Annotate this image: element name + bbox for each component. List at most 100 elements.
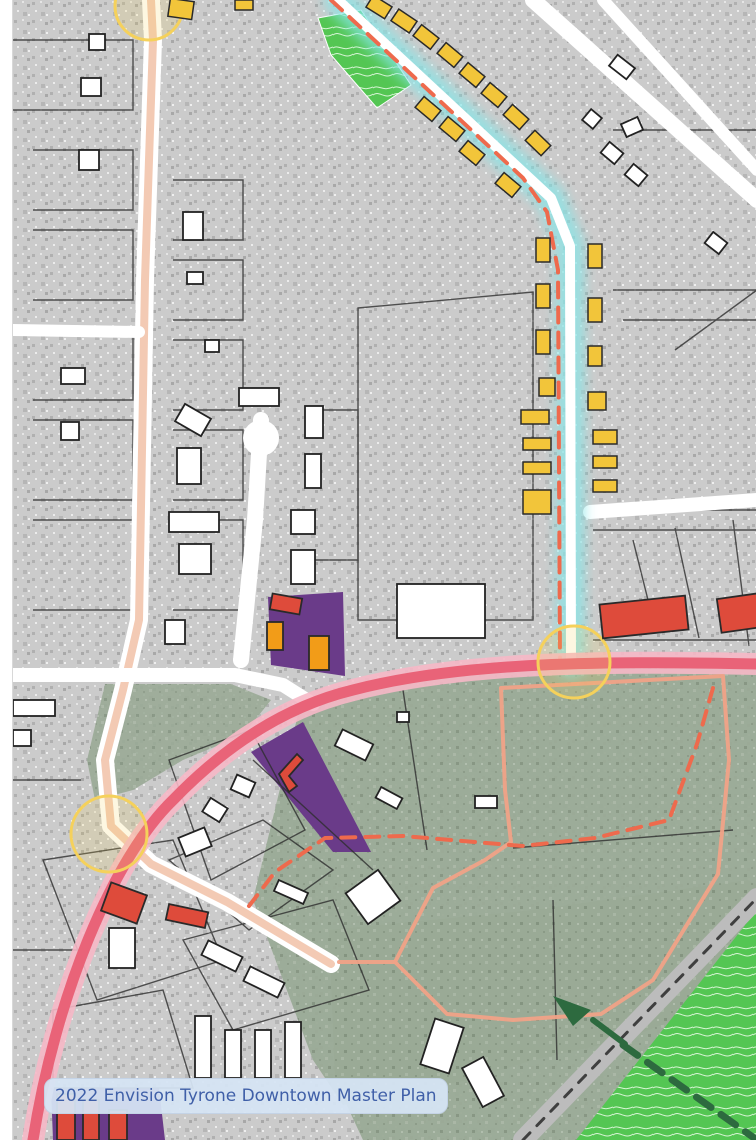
east-road bbox=[583, 493, 756, 519]
intersection-node-teal-highway bbox=[536, 624, 612, 700]
residential-building bbox=[524, 129, 552, 157]
residential-building bbox=[494, 171, 522, 199]
map-caption: 2022 Envision Tyrone Downtown Master Pla… bbox=[44, 1078, 448, 1114]
residential-building bbox=[411, 23, 441, 51]
civic-building bbox=[308, 635, 330, 671]
residential-building bbox=[167, 0, 195, 21]
main-highway bbox=[27, 657, 756, 1140]
civic-buildings bbox=[266, 621, 330, 671]
building bbox=[396, 583, 486, 639]
building bbox=[374, 785, 404, 811]
commercial-building bbox=[164, 902, 210, 930]
intersection-node-west bbox=[69, 794, 149, 874]
commercial-building bbox=[268, 592, 304, 616]
arrows bbox=[553, 996, 756, 1140]
building bbox=[474, 795, 498, 809]
building bbox=[229, 773, 257, 799]
building bbox=[304, 453, 322, 489]
building bbox=[290, 549, 316, 585]
building bbox=[13, 699, 56, 717]
building bbox=[284, 1021, 302, 1079]
building bbox=[607, 53, 637, 81]
residential-building bbox=[535, 283, 551, 309]
building bbox=[599, 140, 625, 166]
building bbox=[168, 511, 220, 533]
building bbox=[304, 405, 324, 439]
residential-building bbox=[522, 437, 552, 451]
building bbox=[619, 115, 645, 139]
building bbox=[173, 402, 213, 438]
residential-building bbox=[389, 8, 419, 34]
residential-building bbox=[438, 115, 466, 143]
residential-building bbox=[520, 409, 550, 425]
building bbox=[13, 729, 32, 747]
building bbox=[194, 1015, 212, 1079]
local-road-left bbox=[13, 324, 145, 338]
green-arrow-head bbox=[553, 996, 591, 1026]
building bbox=[419, 1017, 465, 1075]
commercial-building bbox=[598, 594, 690, 640]
railroad-track bbox=[521, 896, 756, 1140]
residential-building bbox=[587, 345, 603, 367]
building bbox=[164, 619, 186, 645]
residential-building bbox=[414, 95, 442, 123]
civic-building bbox=[266, 621, 284, 651]
building bbox=[344, 868, 402, 926]
residential-building bbox=[522, 489, 552, 515]
building bbox=[182, 211, 204, 241]
building bbox=[460, 1055, 506, 1109]
building bbox=[623, 162, 649, 188]
residential-building bbox=[480, 81, 508, 109]
building bbox=[396, 711, 410, 723]
green-arrow-shaft bbox=[590, 1017, 628, 1047]
building bbox=[238, 387, 280, 407]
map-panel bbox=[12, 0, 756, 1140]
commercial-building bbox=[715, 592, 756, 634]
road-network bbox=[13, 0, 756, 1140]
building bbox=[201, 796, 229, 824]
residential-building bbox=[587, 391, 607, 411]
building bbox=[242, 965, 286, 999]
building bbox=[186, 271, 204, 285]
building bbox=[88, 33, 106, 51]
commercial-building bbox=[108, 1109, 128, 1140]
residential-building bbox=[538, 377, 556, 397]
park-area-bottom-right bbox=[576, 911, 756, 1140]
teal-street-core bbox=[333, 0, 576, 669]
building bbox=[176, 447, 202, 485]
building bbox=[200, 939, 244, 973]
residential-building bbox=[587, 297, 603, 323]
building bbox=[60, 421, 80, 441]
residential-building bbox=[458, 61, 486, 89]
residential-building bbox=[458, 139, 486, 167]
white-buildings bbox=[13, 33, 729, 1109]
building bbox=[272, 878, 310, 906]
building bbox=[178, 543, 212, 575]
cul-de-sac-circle bbox=[243, 420, 279, 456]
dashed-path-east bbox=[247, 686, 715, 908]
building bbox=[60, 367, 86, 385]
residential-building bbox=[535, 329, 551, 355]
building bbox=[78, 149, 100, 171]
building bbox=[177, 826, 213, 858]
civic-parcel-b bbox=[251, 722, 371, 852]
building bbox=[254, 1029, 272, 1079]
residential-building bbox=[592, 479, 618, 493]
building bbox=[224, 1029, 242, 1079]
building bbox=[290, 509, 316, 535]
commercial-building bbox=[277, 752, 305, 794]
building bbox=[108, 927, 136, 969]
building bbox=[333, 728, 375, 762]
residential-building bbox=[587, 243, 603, 269]
trail-loop bbox=[393, 674, 731, 1022]
building bbox=[204, 339, 220, 353]
residential-building bbox=[436, 41, 464, 69]
building bbox=[580, 107, 604, 131]
residential-building bbox=[522, 461, 552, 475]
residential-building bbox=[535, 237, 551, 263]
intersection-nodes bbox=[69, 0, 612, 874]
green-open-space-left bbox=[87, 684, 271, 800]
dashed-path-teal-corridor bbox=[329, 0, 562, 666]
north-road bbox=[525, 0, 756, 208]
local-road-mid bbox=[13, 668, 320, 711]
